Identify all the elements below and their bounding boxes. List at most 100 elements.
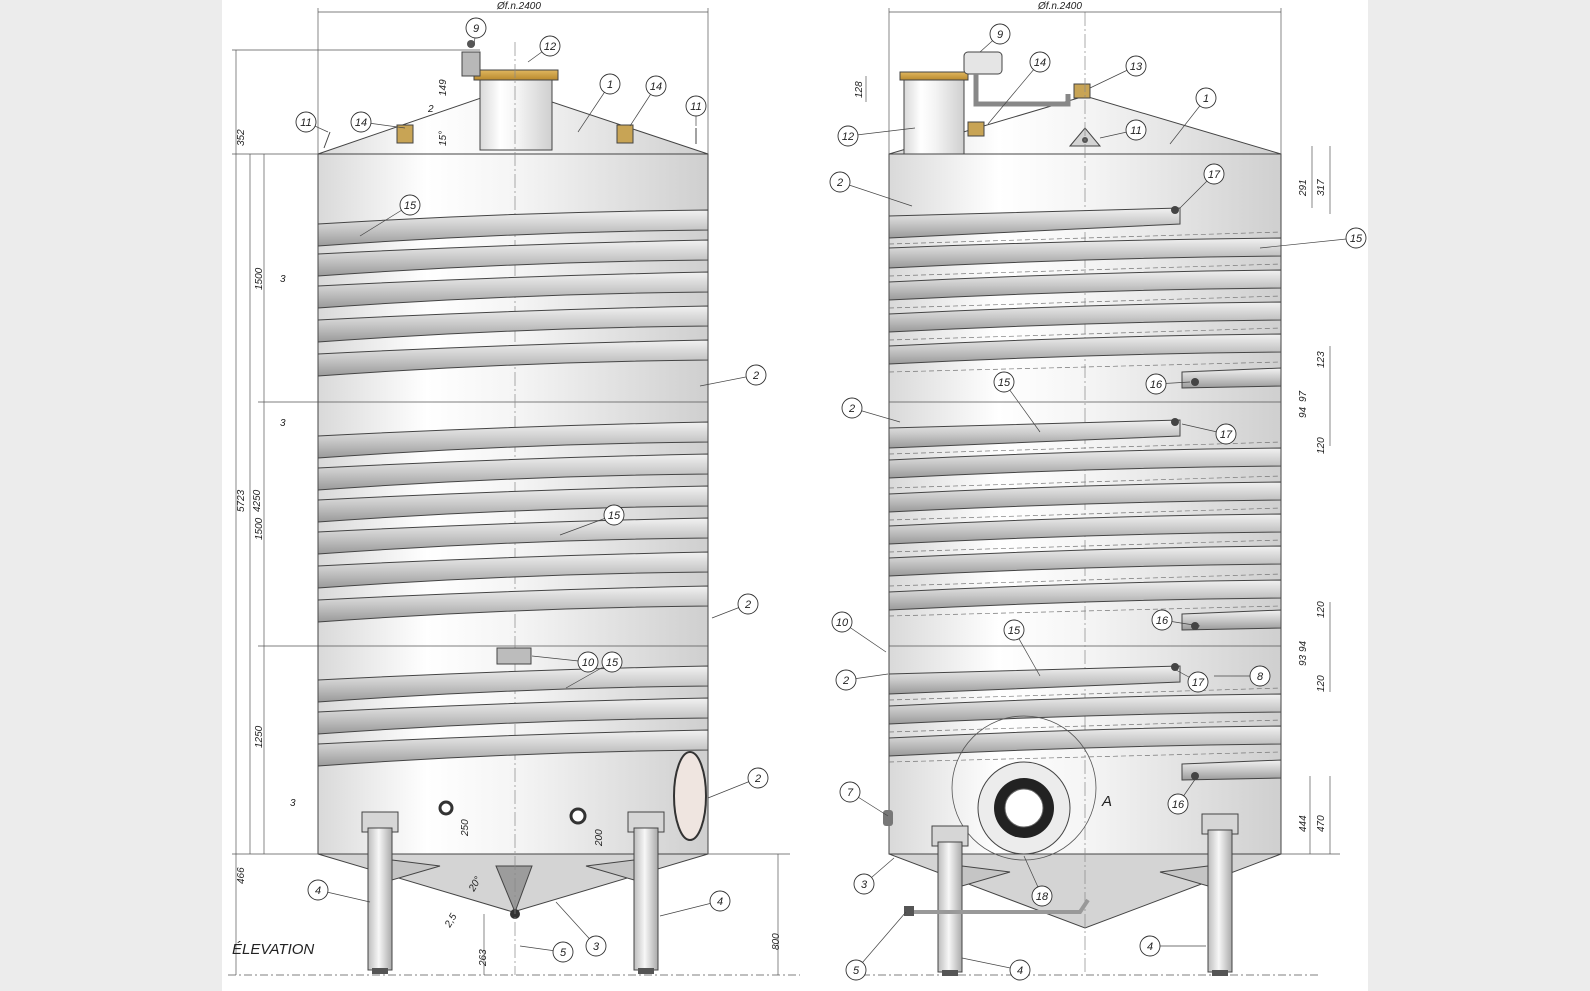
callout-bubble xyxy=(839,781,861,803)
callout-number: 3 xyxy=(861,879,868,891)
callout-bubble xyxy=(835,669,857,691)
dim-bottom-cone: 466 xyxy=(236,867,247,884)
callout-number: 4 xyxy=(1147,941,1153,953)
dim-317: 317 xyxy=(1316,179,1327,196)
callout-bubble xyxy=(1125,55,1147,77)
callout-bubble xyxy=(599,73,621,95)
part-callout: 13 xyxy=(1089,55,1147,89)
dim-total-height: 5723 xyxy=(236,489,247,512)
part-callout: 9 xyxy=(979,23,1011,53)
callout-number: 17 xyxy=(1220,429,1233,441)
callout-number: 13 xyxy=(1130,61,1143,73)
callout-bubble xyxy=(603,504,625,526)
dim-cone-slope: 2,5 xyxy=(443,912,460,931)
dim-94-b: 94 xyxy=(1298,640,1309,652)
callout-number: 14 xyxy=(355,117,367,129)
dim-lid-height: 149 xyxy=(438,79,449,96)
callout-number: 11 xyxy=(1130,125,1141,137)
callout-bubble xyxy=(1187,671,1209,693)
part-callout: 11 xyxy=(295,111,329,133)
callout-number: 12 xyxy=(544,41,556,53)
callout-leader xyxy=(987,61,1041,125)
part-callout: 15 xyxy=(359,194,421,237)
hidden-coil-lines xyxy=(888,231,1282,763)
callout-bubble xyxy=(1195,87,1217,109)
callout-bubble xyxy=(350,111,372,133)
dim-120-b: 120 xyxy=(1316,601,1327,618)
dim-120-a: 120 xyxy=(1316,437,1327,454)
dim-123: 123 xyxy=(1316,351,1327,368)
dim-leg-height: 800 xyxy=(771,933,782,950)
callout-number: 4 xyxy=(315,885,321,897)
right-view xyxy=(862,8,1340,976)
callout-number: 17 xyxy=(1192,677,1205,689)
part-callout: 15 xyxy=(559,504,625,536)
callout-bubble xyxy=(829,171,851,193)
part-callout: 4 xyxy=(961,957,1031,981)
callout-bubble xyxy=(1167,793,1189,815)
callout-bubble xyxy=(837,125,859,147)
callout-number: 16 xyxy=(1156,615,1169,627)
callout-leader xyxy=(839,181,913,207)
callout-bubble xyxy=(1145,373,1167,395)
callout-bubble xyxy=(295,111,317,133)
dim-444: 444 xyxy=(1298,815,1309,832)
callout-number: 5 xyxy=(560,947,567,959)
callout-number: 15 xyxy=(1350,233,1363,245)
dim-97: 97 xyxy=(1298,390,1309,402)
part-callout: 2 xyxy=(835,669,889,691)
dim-470: 470 xyxy=(1316,815,1327,832)
dim-shell-2: 1500 xyxy=(254,517,265,540)
callout-leader xyxy=(1259,237,1357,249)
part-callout: 15 xyxy=(1003,619,1041,677)
dim-94-a: 94 xyxy=(1298,406,1309,418)
callout-number: 8 xyxy=(1257,671,1264,683)
part-callout: 5 xyxy=(519,941,574,963)
part-callout: 3 xyxy=(555,901,607,957)
callout-number: 16 xyxy=(1150,379,1163,391)
dim-weld-1: 3 xyxy=(280,274,286,285)
dim-valve-height: 250 xyxy=(460,819,471,837)
callout-number: 15 xyxy=(998,377,1011,389)
left-view-labels: Øf.n.2400 5723 4250 352 466 1500 1500 12… xyxy=(232,1,782,967)
callout-number: 9 xyxy=(997,29,1003,41)
callout-number: 2 xyxy=(752,370,759,382)
part-callout: 16 xyxy=(1145,373,1191,395)
callout-number: 2 xyxy=(744,599,751,611)
callout-bubble xyxy=(307,879,329,901)
right-coils xyxy=(888,207,1282,781)
part-callout: 15 xyxy=(1259,227,1367,249)
callout-number: 1 xyxy=(607,79,613,91)
right-diameter-label: Øf.n.2400 xyxy=(1037,1,1082,12)
callout-number: 9 xyxy=(473,23,479,35)
part-callout: 10 xyxy=(831,611,887,653)
callout-bubble xyxy=(577,651,599,673)
part-callout: 12 xyxy=(527,35,561,63)
callout-number: 10 xyxy=(582,657,595,669)
callout-bubble xyxy=(1139,935,1161,957)
left-legs xyxy=(361,811,665,974)
dim-top-cone: 352 xyxy=(236,129,247,146)
part-callout: 14 xyxy=(350,111,406,133)
callout-number: 4 xyxy=(717,896,723,908)
dim-nozzle-height: 200 xyxy=(594,829,605,847)
part-callout: 11 xyxy=(685,95,707,126)
callout-bubble xyxy=(399,194,421,216)
dim-shell-1: 1500 xyxy=(254,267,265,290)
callout-number: 11 xyxy=(690,101,701,113)
callout-number: 18 xyxy=(1036,891,1049,903)
callout-number: 2 xyxy=(848,403,855,415)
part-callout: 2 xyxy=(711,593,759,619)
callout-bubble xyxy=(989,23,1011,45)
callout-number: 5 xyxy=(853,965,860,977)
detail-label: A xyxy=(1101,793,1112,810)
part-callout: 12 xyxy=(837,125,916,147)
callout-number: 11 xyxy=(300,117,311,129)
callout-number: 14 xyxy=(1034,57,1046,69)
part-callout: 9 xyxy=(465,17,487,47)
callout-bubble xyxy=(1125,119,1147,141)
part-callout: 4 xyxy=(1139,935,1206,957)
dim-lid-slope: 2 xyxy=(427,104,434,115)
